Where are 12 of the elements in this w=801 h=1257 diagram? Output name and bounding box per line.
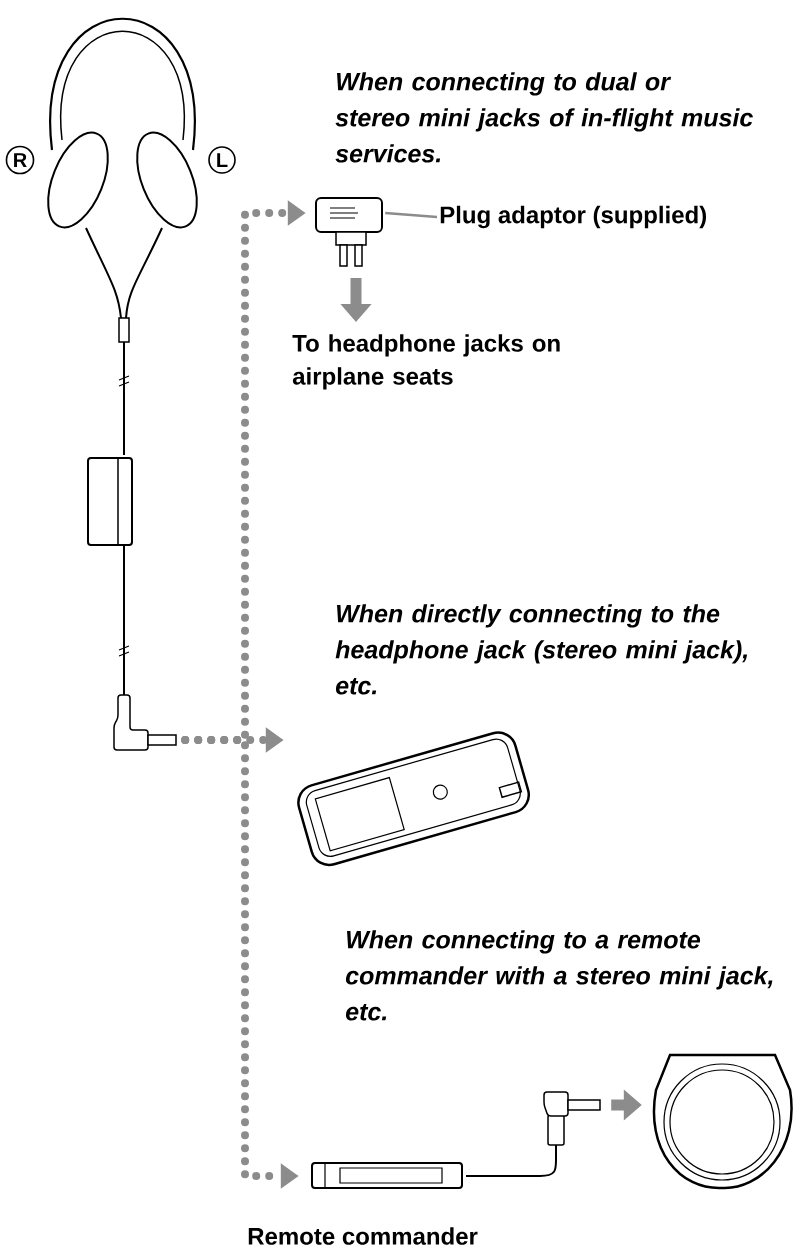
disc-player-drawing: [652, 1053, 793, 1190]
plug-adaptor-drawing: [315, 197, 383, 267]
remote-commander-drawing: [311, 1091, 601, 1189]
heading-text: When connecting to a remote commander with a stereo mini jack, etc.: [345, 930, 773, 1021]
circled-letter: L: [208, 146, 236, 174]
caption-text: Remote commander: [248, 1227, 478, 1245]
heading-text: When connecting to dual or stereo mini jacks of in-flight music services.: [335, 72, 753, 163]
destination-label: To headphone jacks on airplane seats: [292, 334, 560, 390]
circled-letter: R: [5, 145, 35, 175]
headphones-drawing: [47, 17, 198, 751]
part-label: Plug adaptor (supplied): [440, 205, 706, 229]
heading-text: When directly connecting to the headphone jack (stereo mini jack), etc.: [335, 604, 748, 695]
